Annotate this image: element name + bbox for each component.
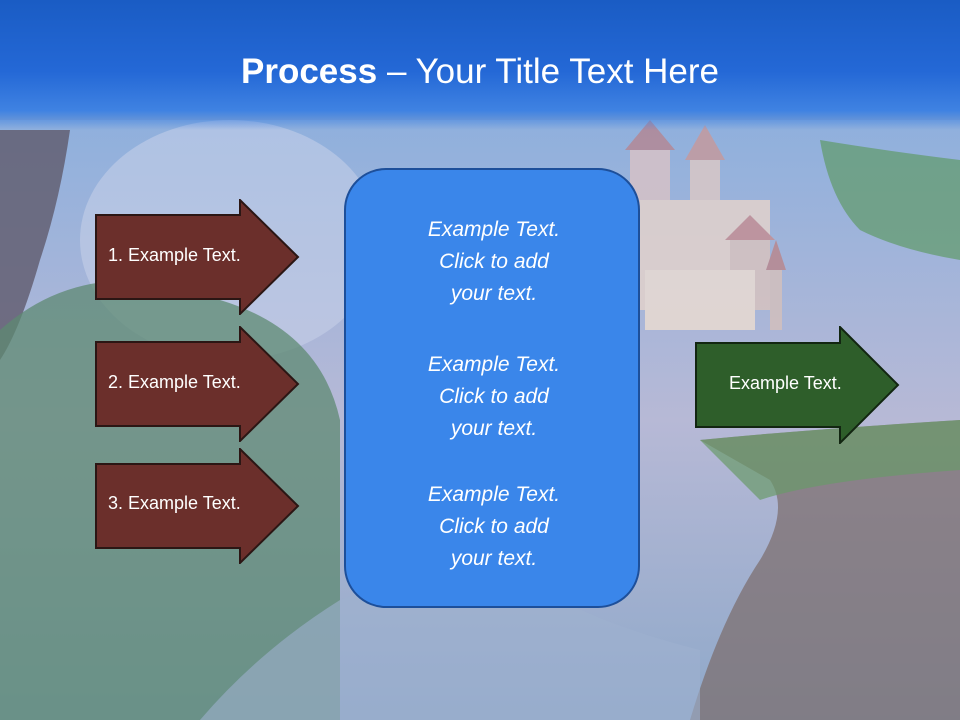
left-arrow-3[interactable]: 3. Example Text. bbox=[95, 448, 300, 564]
center-line: your text. bbox=[450, 547, 538, 570]
title-rest: – Your Title Text Here bbox=[377, 52, 719, 91]
center-line: Example Text. bbox=[427, 483, 561, 506]
left-arrow-label: 3. Example Text. bbox=[108, 493, 241, 513]
title-band bbox=[0, 0, 960, 130]
center-text-block-1: Example Text. Click to add your text. bbox=[346, 214, 642, 310]
center-line: Click to add bbox=[439, 515, 549, 538]
title-bold: Process bbox=[241, 52, 378, 91]
center-line: Example Text. bbox=[427, 218, 561, 241]
left-arrow-1[interactable]: 1. Example Text. bbox=[95, 199, 300, 315]
right-arrow[interactable]: Example Text. bbox=[695, 326, 900, 444]
left-arrow-label: 1. Example Text. bbox=[108, 245, 241, 265]
left-arrow-2[interactable]: 2. Example Text. bbox=[95, 326, 300, 442]
center-text-box[interactable]: Example Text. Click to add your text. Ex… bbox=[344, 168, 640, 608]
right-arrow-label: Example Text. bbox=[729, 373, 842, 393]
center-text-block-3: Example Text. Click to add your text. bbox=[346, 479, 642, 575]
left-arrow-label: 2. Example Text. bbox=[108, 372, 241, 392]
center-line: Click to add bbox=[439, 385, 549, 408]
center-line: your text. bbox=[450, 417, 538, 440]
center-line: Click to add bbox=[439, 250, 549, 273]
center-text-block-2: Example Text. Click to add your text. bbox=[346, 349, 642, 445]
slide-title[interactable]: Process – Your Title Text Here bbox=[0, 52, 960, 92]
center-line: Example Text. bbox=[427, 353, 561, 376]
center-line: your text. bbox=[450, 282, 538, 305]
